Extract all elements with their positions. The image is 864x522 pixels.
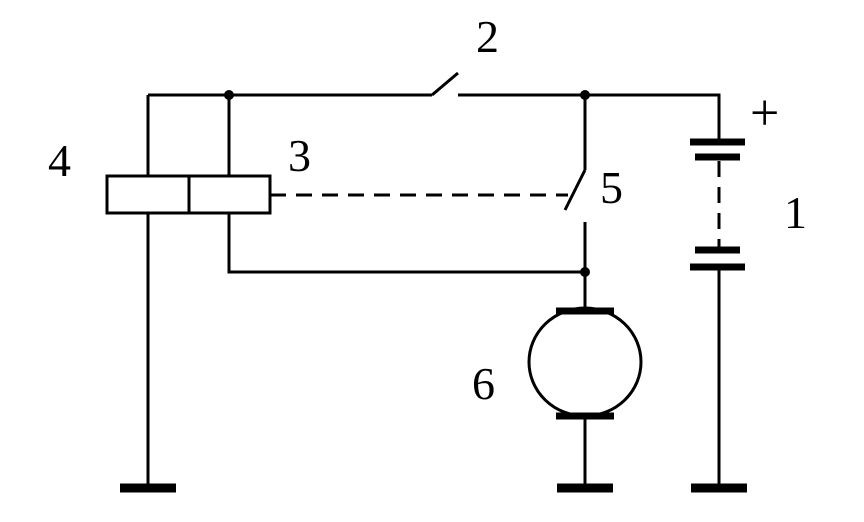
junction-dot [580, 90, 590, 100]
top-wire-right [458, 93, 721, 142]
label-battery-1: 1 [784, 187, 807, 238]
relay-coil-4 [105, 174, 191, 215]
label-coil-3: 3 [288, 130, 311, 181]
junction-dot [224, 90, 234, 100]
junction-dot [580, 267, 590, 277]
relay-coil-3 [187, 174, 272, 215]
battery-plate-top [690, 138, 745, 161]
label-switch-2: 2 [476, 11, 499, 62]
label-plus-sign: + [750, 85, 779, 142]
coil-3-wire [227, 95, 585, 274]
motor-6 [527, 306, 643, 418]
relay-contact-5 [563, 169, 587, 211]
label-coil-4: 4 [48, 135, 71, 186]
switch-2-blade [431, 71, 459, 97]
battery-plate-bottom [690, 246, 745, 271]
label-contact-5: 5 [600, 162, 623, 213]
label-motor-6: 6 [472, 358, 495, 409]
